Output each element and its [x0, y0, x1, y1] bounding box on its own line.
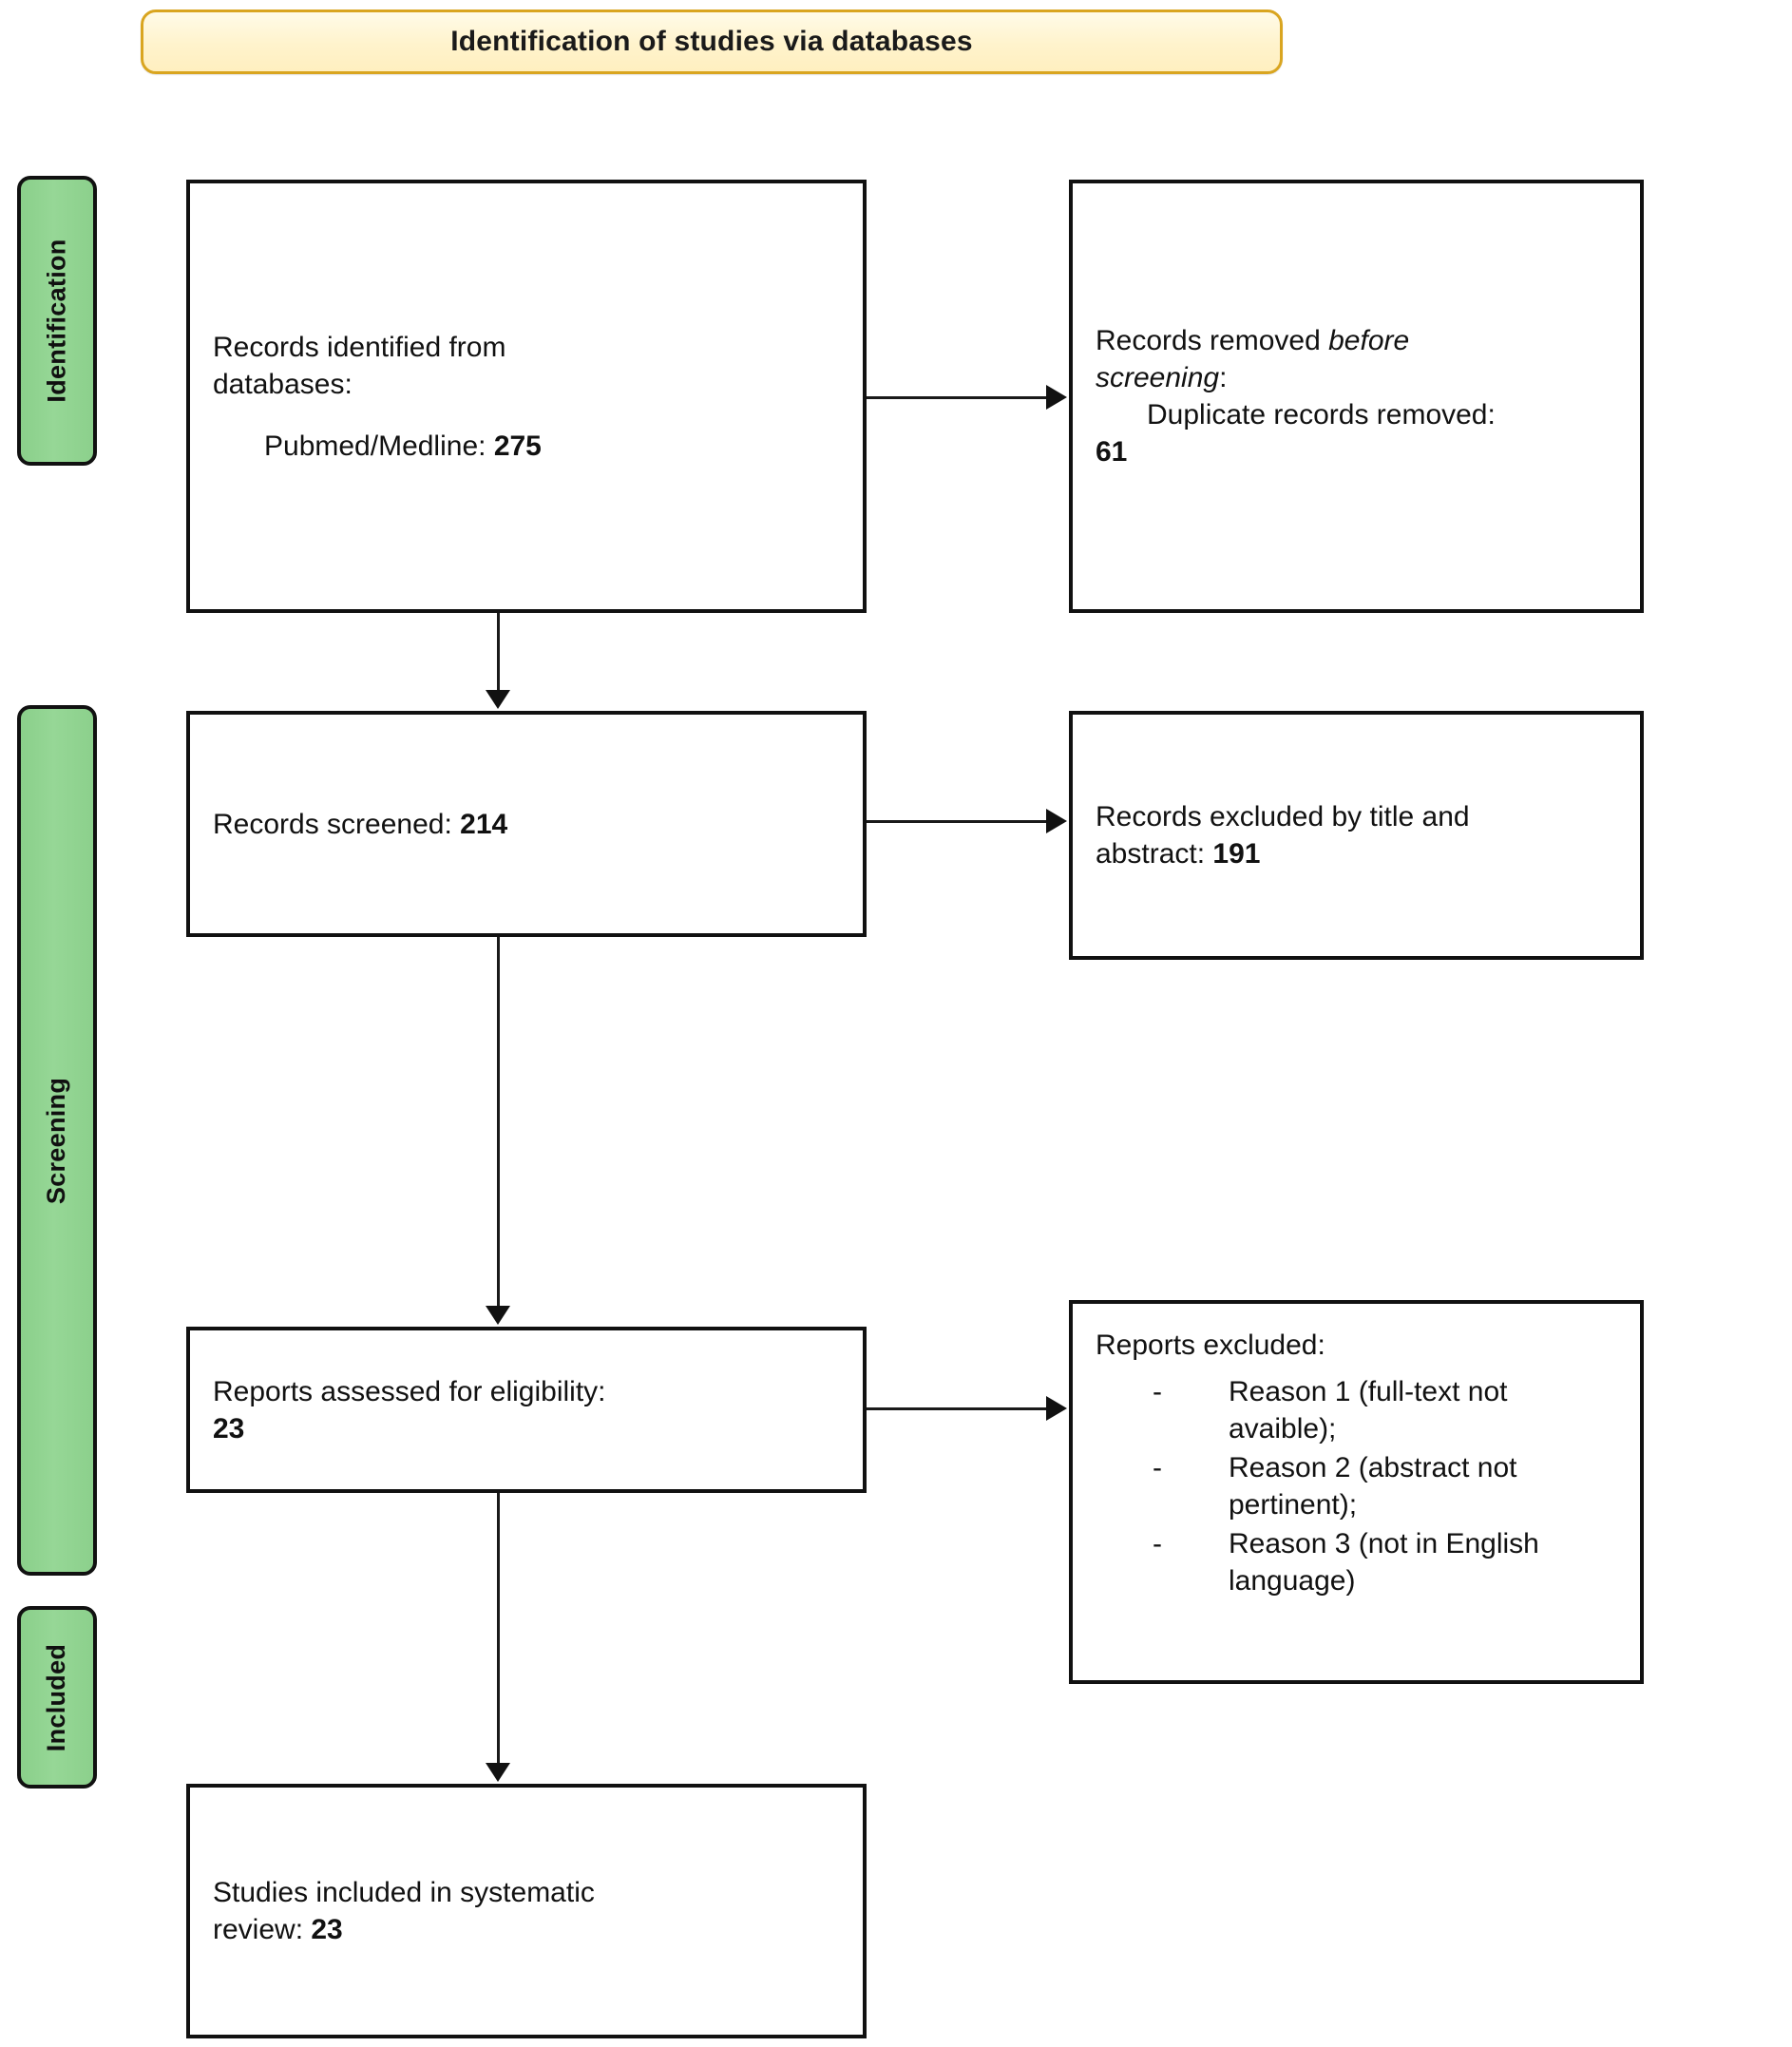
connector-identified-to-screened: [497, 613, 500, 692]
stage-tab-identification: Identification: [17, 176, 97, 466]
box-records-screened-text: Records screened: 214: [213, 806, 507, 843]
spacer: [213, 403, 542, 428]
box-records-excluded: Records excluded by title and abstract: …: [1069, 711, 1644, 960]
reason-text: Reason 2 (abstract not pertinent);: [1229, 1452, 1517, 1521]
page-title: Identification of studies via databases: [450, 26, 973, 57]
records-removed-detail-count: 61: [1096, 436, 1128, 468]
studies-included-count: 23: [311, 1914, 343, 1945]
list-item: - Reason 2 (abstract not pertinent);: [1096, 1449, 1617, 1523]
records-removed-detail-label: Duplicate records removed:: [1147, 399, 1496, 430]
stage-tab-included-label: Included: [42, 1643, 71, 1751]
box-records-identified-text: Records identified from databases: Pubme…: [213, 329, 542, 465]
arrow-screened-to-excluded-icon: [1046, 809, 1067, 833]
stage-tab-screening-label: Screening: [42, 1077, 71, 1204]
reports-excluded-heading: Reports excluded:: [1096, 1330, 1325, 1361]
connector-identified-to-removed: [867, 396, 1048, 399]
reason-text: Reason 3 (not in English language): [1229, 1528, 1539, 1597]
records-identified-source: Pubmed/Medline: 275: [213, 428, 542, 465]
stage-tab-screening: Screening: [17, 705, 97, 1576]
box-reports-excluded-text: Reports excluded: - Reason 1 (full-text …: [1096, 1327, 1617, 1601]
reports-assessed-label: Reports assessed for eligibility:: [213, 1375, 606, 1407]
records-identified-line2: databases:: [213, 368, 353, 400]
box-records-removed-text: Records removed before screening: Duplic…: [1096, 322, 1496, 470]
box-records-screened: Records screened: 214: [186, 711, 867, 937]
records-removed-emphasis-before: before: [1328, 325, 1410, 356]
arrow-identified-to-removed-icon: [1046, 385, 1067, 410]
list-item: - Reason 1 (full-text not avaible);: [1096, 1373, 1617, 1447]
box-reports-excluded: Reports excluded: - Reason 1 (full-text …: [1069, 1300, 1644, 1684]
arrow-assessed-to-included-icon: [486, 1763, 510, 1782]
arrow-assessed-to-reports-excluded-icon: [1046, 1396, 1067, 1421]
box-studies-included: Studies included in systematic review: 2…: [186, 1784, 867, 2038]
records-removed-colon: :: [1219, 362, 1228, 393]
list-item: - Reason 3 (not in English language): [1096, 1525, 1617, 1599]
records-screened-count: 214: [460, 808, 508, 840]
box-records-removed: Records removed before screening: Duplic…: [1069, 180, 1644, 613]
diagram-header-banner: Identification of studies via databases: [141, 10, 1283, 74]
connector-assessed-to-included: [497, 1493, 500, 1763]
records-removed-emphasis-screening: screening: [1096, 362, 1220, 393]
connector-screened-to-excluded: [867, 820, 1048, 823]
studies-included-line1: Studies included in systematic: [213, 1877, 595, 1908]
box-studies-included-text: Studies included in systematic review: 2…: [213, 1874, 595, 1948]
reports-assessed-count: 23: [213, 1412, 245, 1444]
connector-screened-to-assessed: [497, 937, 500, 1306]
bullet-dash-icon: -: [1153, 1376, 1162, 1407]
bullet-dash-icon: -: [1153, 1452, 1162, 1483]
stage-tab-identification-label: Identification: [42, 239, 71, 403]
records-screened-label: Records screened:: [213, 808, 461, 840]
arrow-screened-to-assessed-icon: [486, 1306, 510, 1325]
stage-tab-included: Included: [17, 1606, 97, 1789]
records-identified-source-count: 275: [493, 430, 542, 462]
records-removed-line1-prefix: Records removed: [1096, 325, 1329, 356]
connector-assessed-to-reports-excluded: [867, 1407, 1048, 1410]
records-excluded-line1: Records excluded by title and: [1096, 801, 1470, 832]
bullet-dash-icon: -: [1153, 1528, 1162, 1559]
records-excluded-line2-label: abstract:: [1096, 838, 1213, 870]
box-reports-assessed-text: Reports assessed for eligibility: 23: [213, 1373, 606, 1447]
box-records-excluded-text: Records excluded by title and abstract: …: [1096, 798, 1470, 872]
arrow-identified-to-screened-icon: [486, 690, 510, 709]
records-identified-source-label: Pubmed/Medline:: [264, 430, 494, 462]
records-excluded-count: 191: [1212, 838, 1261, 870]
reports-excluded-reason-list: - Reason 1 (full-text not avaible); - Re…: [1096, 1373, 1617, 1599]
records-identified-line1: Records identified from: [213, 331, 506, 363]
box-reports-assessed: Reports assessed for eligibility: 23: [186, 1327, 867, 1493]
studies-included-line2-label: review:: [213, 1914, 312, 1945]
reason-text: Reason 1 (full-text not avaible);: [1229, 1376, 1508, 1444]
box-records-identified: Records identified from databases: Pubme…: [186, 180, 867, 613]
